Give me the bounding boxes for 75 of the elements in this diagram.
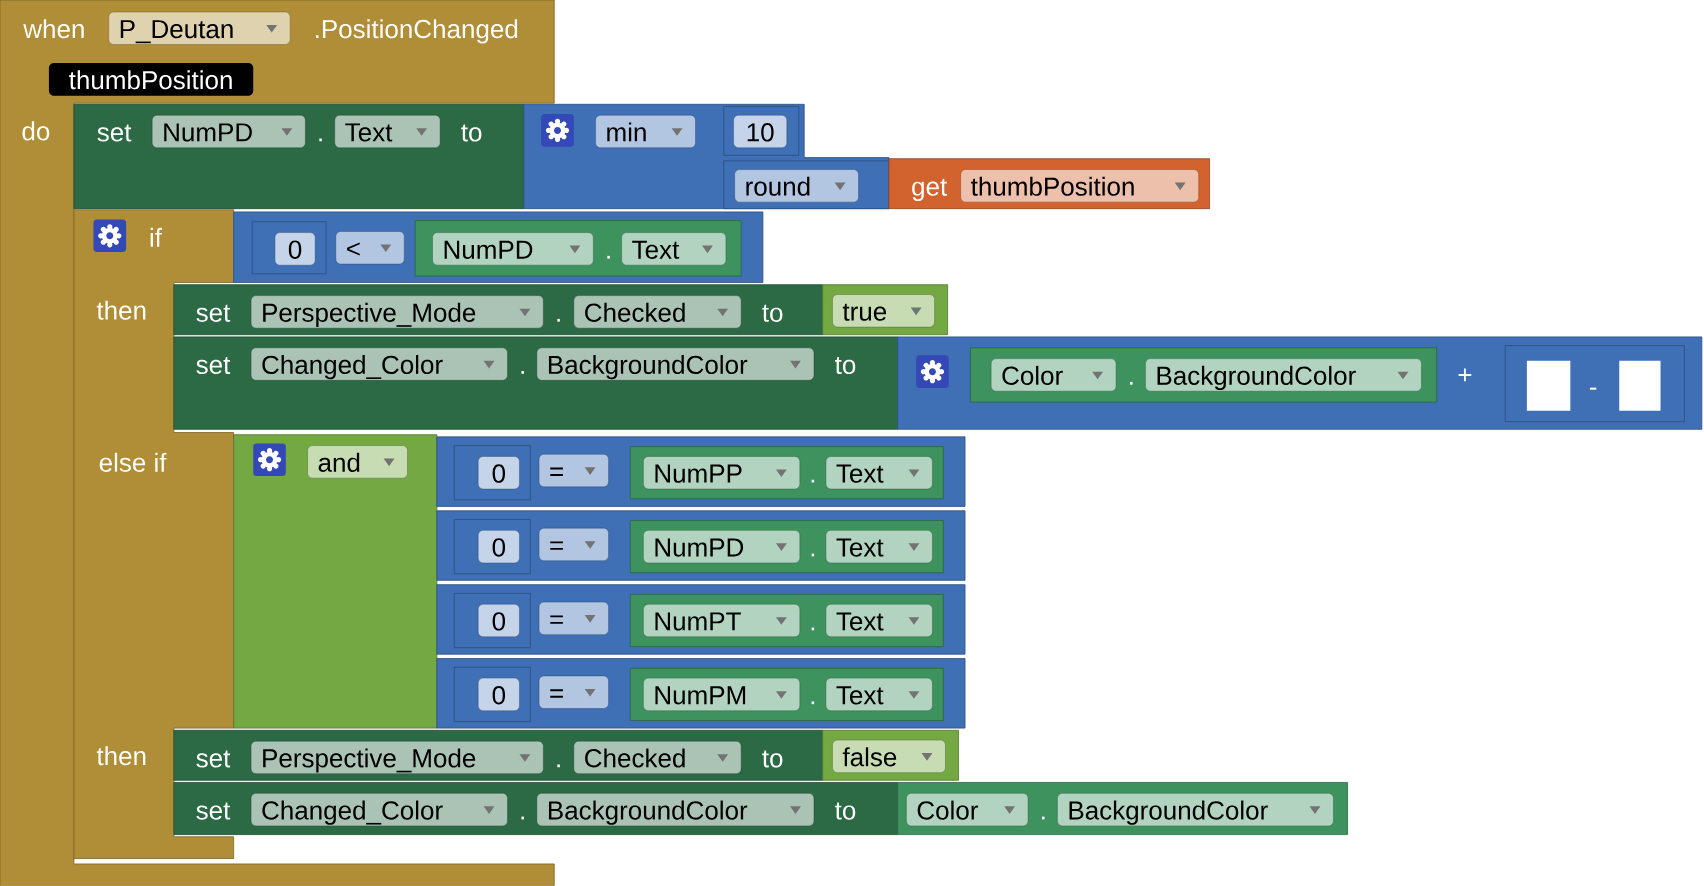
block-label: to: [835, 357, 856, 375]
block-label: do: [22, 121, 50, 141]
block-label: +: [1458, 368, 1472, 382]
block-label: if: [150, 228, 162, 247]
dropdown-field: round: [734, 169, 859, 203]
dropdown-field: NumPP: [643, 456, 801, 490]
dropdown-field: NumPT: [643, 604, 801, 638]
block-label: .: [811, 627, 815, 631]
dropdown-field: Text: [621, 232, 727, 266]
dropdown-field: Checked: [573, 295, 742, 329]
dropdown-field: BackgroundColor: [1057, 793, 1334, 827]
block-label: .PositionChanged: [315, 19, 518, 44]
block-label: .: [557, 319, 560, 322]
dropdown-field: thumbPosition: [960, 169, 1199, 203]
block-label: .: [607, 256, 610, 259]
block-label: .: [811, 701, 815, 705]
block-label: to: [762, 305, 783, 323]
dropdown-field: NumPD: [151, 115, 306, 149]
block-label: -: [1590, 387, 1597, 390]
dropdown-field: BackgroundColor: [536, 793, 815, 827]
block-label: to: [461, 124, 482, 142]
number-field: 0: [274, 232, 316, 266]
dropdown-field: BackgroundColor: [536, 347, 815, 381]
dropdown-field: =: [538, 454, 609, 488]
dropdown-field: and: [307, 445, 408, 479]
number-field: 0: [478, 530, 520, 564]
dropdown-field: Text: [825, 604, 933, 638]
dropdown-field: =: [538, 528, 609, 562]
block-label: to: [835, 802, 856, 820]
dropdown-field: Text: [825, 530, 933, 564]
parameter-label: thumbPosition: [48, 63, 254, 96]
block-label: set: [196, 802, 231, 820]
block-label: then: [96, 300, 146, 320]
block-label: set: [196, 305, 231, 323]
number-field: 10: [733, 115, 787, 149]
block-label: .: [1042, 816, 1045, 820]
block-label: .: [811, 553, 815, 557]
block-label: .: [1130, 382, 1133, 385]
dropdown-field: false: [832, 740, 946, 774]
dropdown-field: Changed_Color: [250, 793, 508, 827]
dropdown-field: <: [335, 231, 405, 265]
block-label: .: [521, 371, 524, 374]
dropdown-field: Text: [825, 456, 933, 490]
block-label: .: [557, 764, 560, 768]
number-field: 0: [478, 456, 520, 490]
block-label: .: [521, 816, 524, 820]
dropdown-field: Text: [334, 115, 441, 149]
dropdown-field: NumPM: [643, 678, 801, 712]
block-label: get: [912, 178, 948, 202]
block-label: when: [23, 19, 84, 39]
dropdown-field: true: [832, 294, 935, 328]
number-field: 0: [478, 678, 520, 712]
block-label: .: [811, 479, 815, 483]
block-label: set: [196, 357, 231, 375]
dropdown-field: Text: [825, 678, 933, 712]
block-label: .: [319, 138, 322, 142]
dropdown-field: Checked: [573, 741, 742, 775]
dropdown-field: NumPD: [432, 232, 594, 266]
dropdown-field: min: [595, 115, 696, 149]
dropdown-field: BackgroundColor: [1145, 358, 1422, 392]
dropdown-field: Color: [990, 358, 1117, 392]
block-label: to: [762, 750, 783, 768]
block-label: else if: [99, 452, 167, 473]
block-label: set: [196, 750, 231, 768]
dropdown-field: =: [538, 675, 609, 709]
dropdown-field: P_Deutan: [108, 11, 291, 45]
dropdown-field: Perspective_Mode: [250, 741, 544, 775]
number-field: 0: [478, 604, 520, 638]
block-label: set: [97, 124, 132, 142]
dropdown-field: Perspective_Mode: [250, 295, 544, 329]
dropdown-field: Changed_Color: [250, 347, 508, 381]
dropdown-field: NumPD: [643, 530, 801, 564]
block-label: then: [96, 746, 146, 766]
dropdown-field: =: [538, 602, 609, 635]
dropdown-field: Color: [906, 793, 1029, 827]
